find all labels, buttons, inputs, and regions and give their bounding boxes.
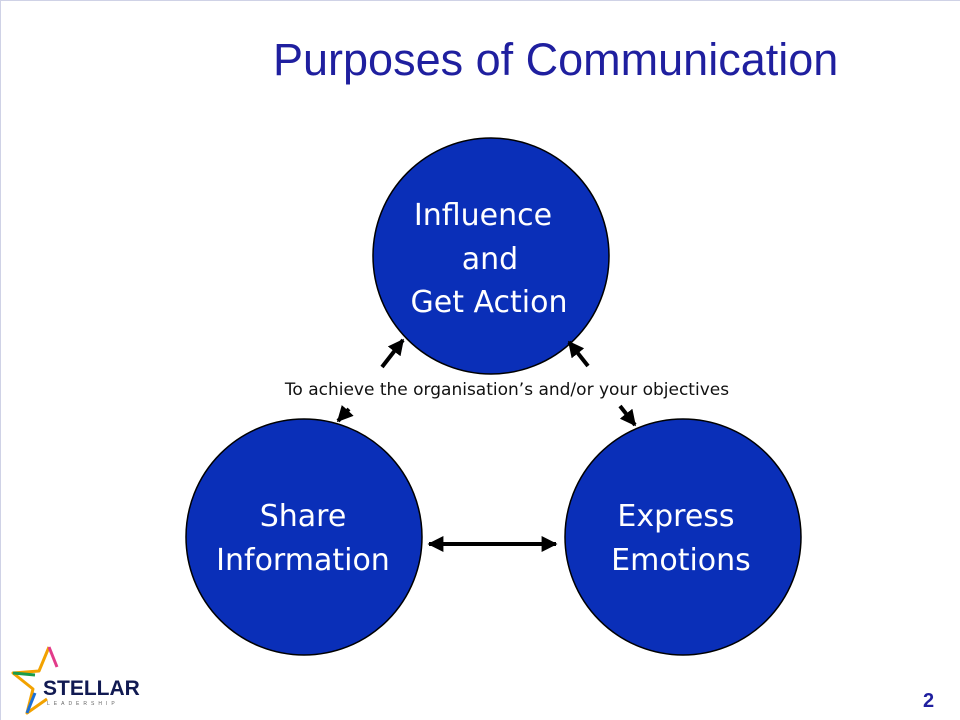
node-influence-label-3: Get Action xyxy=(411,285,568,320)
node-share-label-1: Share xyxy=(260,499,347,534)
node-influence-label-1: Influence xyxy=(414,198,552,233)
star-icon xyxy=(11,646,59,715)
stellar-logo: STELLAR LEADERSHIP xyxy=(11,646,140,715)
logo-text: STELLAR xyxy=(43,677,140,700)
arrow-influence-share-upper xyxy=(380,338,405,369)
node-express-label-2: Emotions xyxy=(611,543,751,578)
logo-subtext: LEADERSHIP xyxy=(47,701,119,707)
diagram-caption: To achieve the organisation’s and/or you… xyxy=(284,380,729,400)
slide-title: Purposes of Communication xyxy=(273,34,839,85)
arrow-influence-express-upper xyxy=(567,340,590,368)
node-express-circle xyxy=(564,418,802,656)
node-express-label-1: Express xyxy=(617,499,734,534)
node-influence: Influence and Get Action xyxy=(372,137,610,375)
node-share-label-2: Information xyxy=(216,543,390,578)
node-express: Express Emotions xyxy=(564,418,802,656)
arrow-influence-share-lower xyxy=(336,404,354,423)
node-influence-label-2: and xyxy=(462,242,518,277)
node-influence-circle xyxy=(372,137,610,375)
node-share: Share Information xyxy=(185,418,423,656)
arrow-influence-express-lower xyxy=(618,404,637,427)
node-share-circle xyxy=(185,418,423,656)
page-number: 2 xyxy=(923,690,935,712)
